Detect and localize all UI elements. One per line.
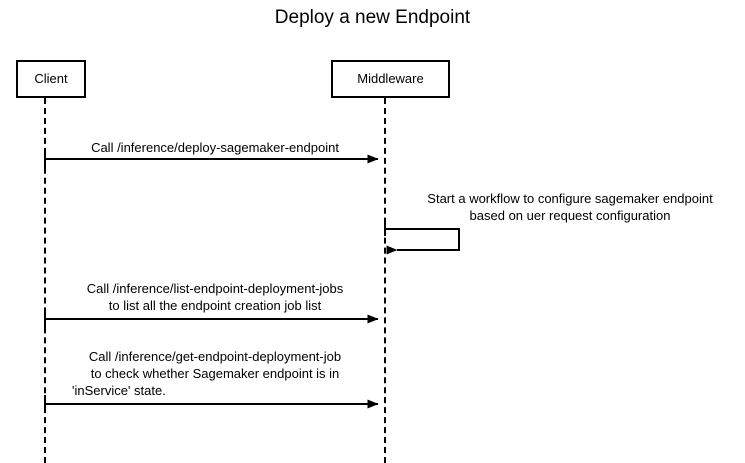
self-message-label-line-1: Start a workflow to configure sagemaker … — [427, 191, 713, 206]
message-label-2: Call /inference/list-endpoint-deployment… — [46, 280, 384, 314]
participant-client[interactable]: Client — [16, 60, 86, 98]
message-label-3: Call /inference/get-endpoint-deployment-… — [46, 348, 384, 399]
page-title: Deploy a new Endpoint — [274, 7, 471, 28]
message-label-3-line-3: 'inService' state. — [72, 383, 166, 398]
lifeline-client — [44, 98, 46, 463]
message-label-3-line-1: Call /inference/get-endpoint-deployment-… — [88, 349, 342, 364]
participant-middleware[interactable]: Middleware — [331, 60, 450, 98]
self-message-label: Start a workflow to configure sagemaker … — [400, 190, 740, 224]
message-label-2-line-1: Call /inference/list-endpoint-deployment… — [86, 281, 344, 296]
self-message-label-line-2: based on uer request configuration — [469, 208, 671, 223]
message-label-1-line-1: Call /inference/deploy-sagemaker-endpoin… — [91, 140, 339, 155]
message-label-1: Call /inference/deploy-sagemaker-endpoin… — [46, 139, 384, 156]
message-label-3-line-2: to check whether Sagemaker endpoint is i… — [90, 366, 340, 381]
participant-client-label: Client — [34, 71, 68, 86]
lifeline-middleware — [384, 98, 386, 463]
message-label-2-line-2: to list all the endpoint creation job li… — [108, 298, 322, 313]
self-message-arrow-middleware — [384, 222, 460, 255]
participant-middleware-label: Middleware — [357, 71, 424, 86]
